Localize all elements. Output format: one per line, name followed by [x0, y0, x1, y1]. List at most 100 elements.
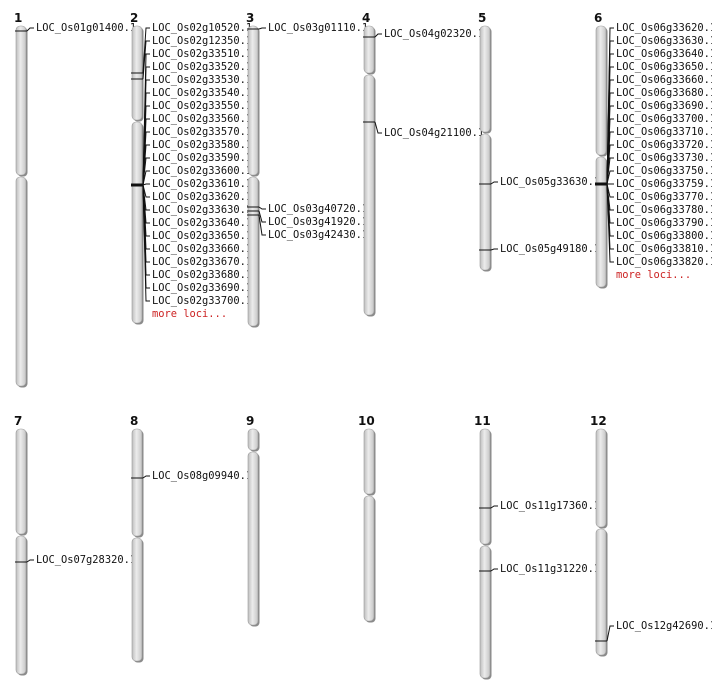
locus-leader-line	[374, 33, 382, 38]
chromosome-7-short-arm	[15, 428, 27, 535]
locus-label: LOC_Os06g33720.1	[616, 139, 712, 151]
locus-label: LOC_Os02g12350.1	[152, 35, 252, 47]
locus-label: LOC_Os02g33620.1	[152, 191, 252, 203]
locus-leader-line	[142, 27, 150, 74]
locus-label: LOC_Os02g33530.1	[152, 74, 252, 86]
chromosome-9-short-arm	[247, 428, 259, 451]
locus-leader-line	[490, 568, 498, 572]
locus-label: LOC_Os02g33630.1	[152, 204, 252, 216]
chromosome-1-number: 1	[14, 11, 22, 25]
chromosome-5-short-arm	[479, 25, 491, 133]
locus-label: LOC_Os02g33670.1	[152, 256, 252, 268]
chromosome-5-number: 5	[478, 11, 486, 25]
locus-label: LOC_Os02g33580.1	[152, 139, 252, 151]
chromosome-8-long-arm	[131, 537, 143, 662]
locus-label: LOC_Os06g33820.1	[616, 256, 712, 268]
locus-leader-line	[258, 27, 266, 30]
locus-label: LOC_Os06g33810.1	[616, 243, 712, 255]
locus-label: LOC_Os04g21100.1	[384, 127, 484, 139]
locus-label: LOC_Os11g31220.1	[500, 563, 600, 575]
chromosome-6-long-arm	[595, 156, 607, 288]
locus-label: LOC_Os02g33650.1	[152, 230, 252, 242]
locus-label: LOC_Os02g33590.1	[152, 152, 252, 164]
chromosome-1-long-arm	[15, 176, 27, 387]
locus-label: LOC_Os06g33650.1	[616, 61, 712, 73]
locus-label: LOC_Os06g33780.1	[616, 204, 712, 216]
locus-label: LOC_Os02g33600.1	[152, 165, 252, 177]
more-loci-link[interactable]: more loci...	[616, 269, 691, 281]
locus-label: LOC_Os06g33710.1	[616, 126, 712, 138]
locus-leader-line	[142, 170, 150, 186]
locus-label: LOC_Os06g33620.1	[616, 22, 712, 34]
locus-label: LOC_Os02g33520.1	[152, 61, 252, 73]
locus-leader-line	[142, 475, 150, 479]
chromosome-4-short-arm	[363, 25, 375, 74]
locus-label: LOC_Os06g33660.1	[616, 74, 712, 86]
locus-leader-line	[490, 181, 498, 185]
locus-leader-line	[142, 157, 150, 186]
chromosome-12-long-arm	[595, 528, 607, 656]
locus-leader-line	[490, 505, 498, 509]
locus-leader-line	[26, 559, 34, 563]
locus-label: LOC_Os06g33750.1	[616, 165, 712, 177]
locus-leader-line	[26, 27, 34, 32]
locus-label: LOC_Os06g33770.1	[616, 191, 712, 203]
locus-label: LOC_Os02g33560.1	[152, 113, 252, 125]
locus-leader-line	[142, 183, 150, 186]
chromosome-2-number: 2	[130, 11, 138, 25]
locus-label: LOC_Os06g33730.1	[616, 152, 712, 164]
chromosome-4-long-arm	[363, 74, 375, 316]
locus-label: LOC_Os06g33800.1	[616, 230, 712, 242]
locus-leader-line	[606, 625, 614, 642]
locus-label: LOC_Os02g33690.1	[152, 282, 252, 294]
locus-label: LOC_Os03g40720.1	[268, 203, 368, 215]
locus-label: LOC_Os11g17360.1	[500, 500, 600, 512]
chromosome-8-number: 8	[130, 414, 138, 428]
locus-leader-line	[142, 184, 150, 302]
locus-label: LOC_Os03g42430.1	[268, 229, 368, 241]
chromosome-12-short-arm	[595, 428, 607, 528]
locus-label: LOC_Os05g33630.1	[500, 176, 600, 188]
locus-label: LOC_Os06g33630.1	[616, 35, 712, 47]
chromosome-2: 2LOC_Os02g10520.1LOC_Os02g12350.1LOC_Os0…	[130, 11, 252, 325]
chromosome-7-number: 7	[14, 414, 22, 428]
chromosome-3-number: 3	[246, 11, 254, 25]
locus-label: LOC_Os06g33680.1	[616, 87, 712, 99]
locus-label: LOC_Os06g33790.1	[616, 217, 712, 229]
locus-label: LOC_Os05g49180.1	[500, 243, 600, 255]
chromosome-4-number: 4	[362, 11, 370, 25]
locus-leader-line	[258, 214, 266, 236]
locus-label: LOC_Os03g41920.1	[268, 216, 368, 228]
locus-label: LOC_Os12g42690.1	[616, 620, 712, 632]
chromosome-6-short-arm	[595, 25, 607, 156]
locus-label: LOC_Os06g33759.1	[616, 178, 712, 190]
locus-leader-line	[606, 170, 614, 185]
locus-label: LOC_Os02g33640.1	[152, 217, 252, 229]
chromosome-3-short-arm	[247, 25, 259, 176]
chromosome-9-long-arm	[247, 451, 259, 626]
chromosome-6: 6LOC_Os06g33620.1LOC_Os06g33630.1LOC_Os0…	[594, 11, 712, 289]
locus-leader-line	[142, 40, 150, 80]
chromosome-10-short-arm	[363, 428, 375, 495]
chromosome-10: 10	[358, 414, 376, 623]
locus-label: LOC_Os02g33610.1	[152, 178, 252, 190]
locus-label: LOC_Os04g02320.1	[384, 28, 484, 40]
more-loci-link[interactable]: more loci...	[152, 308, 227, 320]
locus-label: LOC_Os02g33680.1	[152, 269, 252, 281]
locus-leader-line	[374, 121, 382, 134]
locus-leader-line	[490, 248, 498, 251]
chromosome-9-number: 9	[246, 414, 254, 428]
chromosome-11-number: 11	[474, 414, 491, 428]
locus-label: LOC_Os02g10520.1	[152, 22, 252, 34]
locus-label: LOC_Os06g33700.1	[616, 113, 712, 125]
locus-label: LOC_Os01g01400.1	[36, 22, 136, 34]
locus-label: LOC_Os02g33510.1	[152, 48, 252, 60]
locus-label: LOC_Os02g33540.1	[152, 87, 252, 99]
